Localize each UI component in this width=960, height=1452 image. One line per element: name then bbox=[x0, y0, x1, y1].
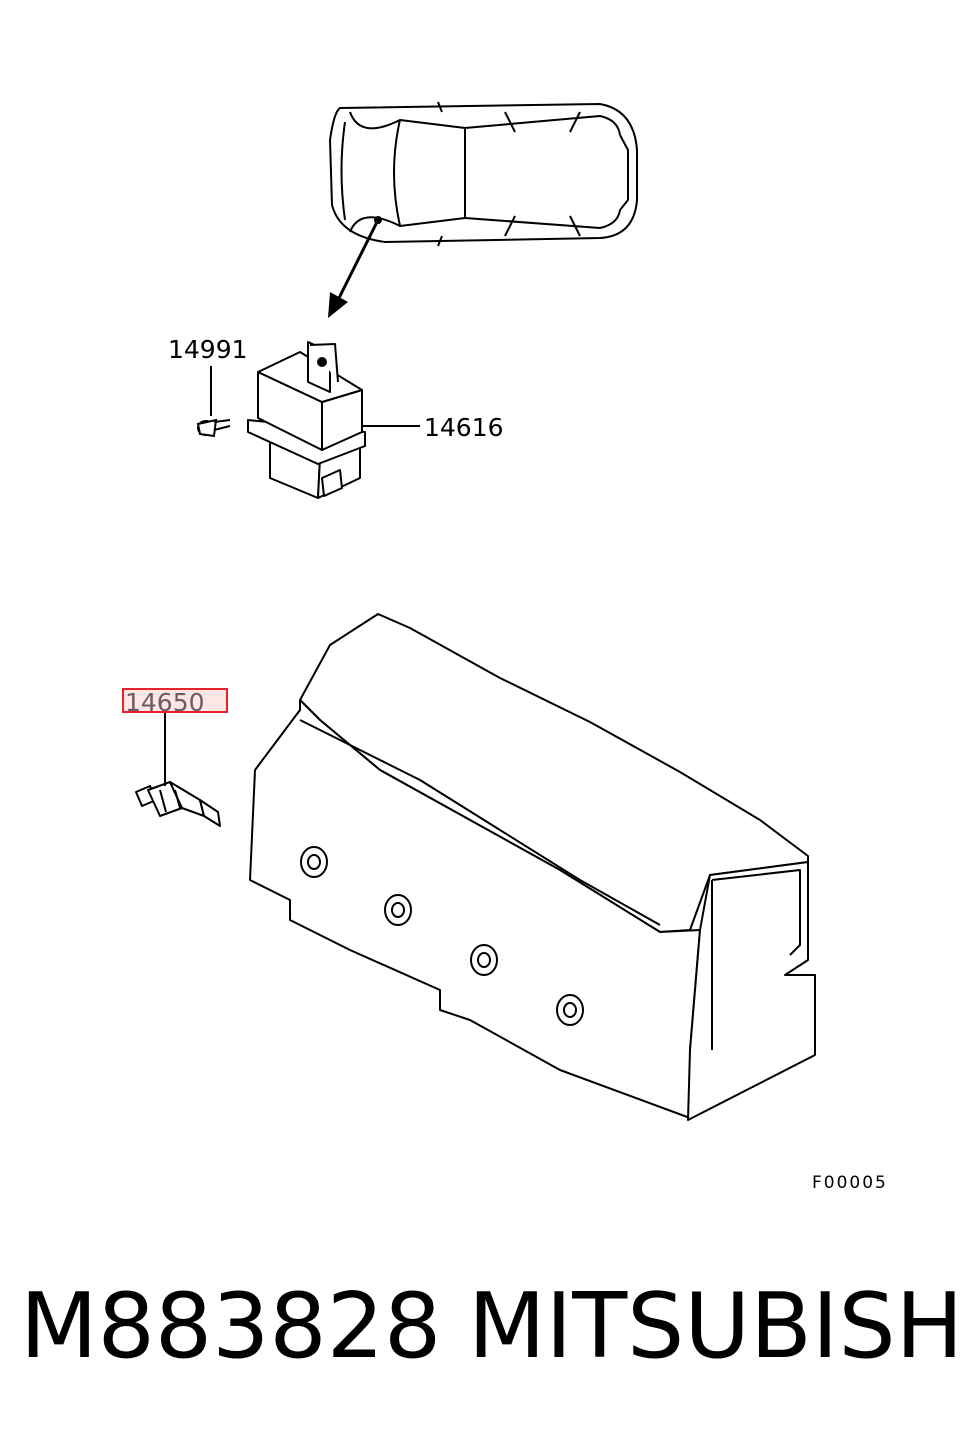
glow-plug-port-3 bbox=[470, 944, 498, 976]
callout-14650: 14650 bbox=[125, 688, 205, 717]
glow-plug-relay bbox=[247, 341, 366, 499]
callout-highlight-box bbox=[122, 688, 228, 713]
relay-bolt bbox=[196, 418, 231, 438]
brand-name: MITSUBISHI bbox=[468, 1274, 960, 1379]
glow-plug-port-4 bbox=[556, 994, 584, 1026]
figure-id: F00005 bbox=[812, 1173, 888, 1193]
glow-plug bbox=[135, 781, 221, 827]
callout-14616: 14616 bbox=[424, 413, 504, 442]
engine-block bbox=[249, 613, 816, 1121]
part-number: M883828 bbox=[20, 1274, 442, 1379]
callout-14991: 14991 bbox=[168, 335, 248, 364]
location-arrow bbox=[328, 219, 380, 318]
car-top-view bbox=[329, 101, 638, 247]
glow-plug-port-1 bbox=[300, 846, 328, 878]
glow-plug-port-2 bbox=[384, 894, 412, 926]
